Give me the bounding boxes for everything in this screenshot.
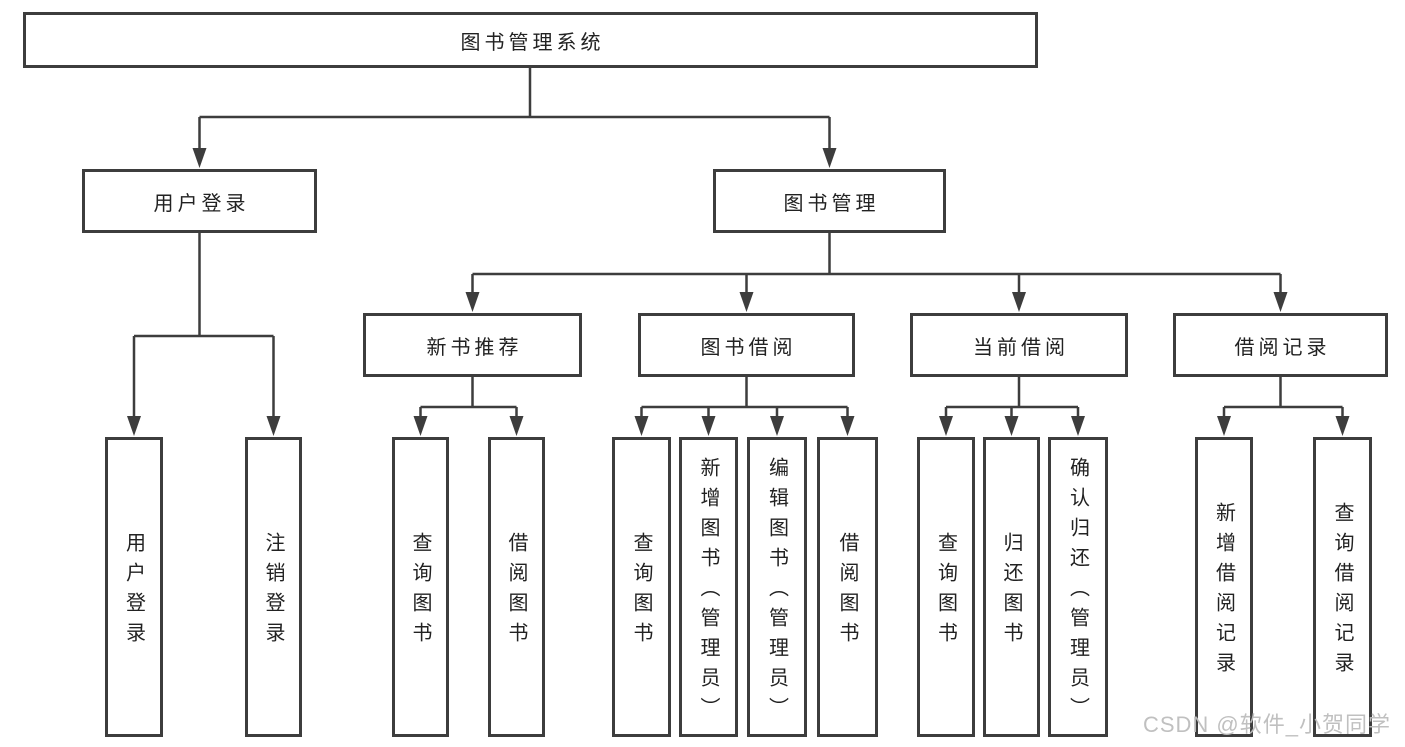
node-library-system: 图书管理系统 [23,12,1038,68]
leaf-borrow-books: 借阅图书 [817,437,878,737]
arrowhead [266,416,281,436]
leaf-borrow-books-recommend: 借阅图书 [488,437,545,737]
arrowhead [840,416,855,436]
leaf-confirm-return-admin: 确认归还（管理员） [1048,437,1108,737]
leaf-add-book-admin: 新增图书（管理员） [679,437,738,737]
arrowhead [822,148,837,168]
node-book-borrow: 图书借阅 [638,313,855,377]
arrowhead [192,148,207,168]
connector-book-mgmt-to-level3 [465,233,1288,312]
arrowhead [465,292,480,312]
leaf-edit-book-admin: 编辑图书（管理员） [747,437,807,737]
arrowhead [634,416,649,436]
arrowhead [127,416,141,436]
arrowhead [1071,416,1085,436]
arrowhead [509,416,524,436]
node-borrow-records: 借阅记录 [1173,313,1388,377]
arrowhead [770,416,784,436]
node-book-management: 图书管理 [713,169,946,233]
connector-new-book-to-leaves [413,377,524,436]
watermark: CSDN @软件_小贺同学 [1142,712,1391,737]
node-new-book-recommend: 新书推荐 [363,313,582,377]
arrowhead [939,416,953,436]
connector-current-borrow-to-leaves [939,377,1085,436]
leaf-user-login: 用户登录 [105,437,163,737]
leaf-logout: 注销登录 [245,437,302,737]
arrowhead [413,416,428,436]
arrowhead [739,292,754,312]
node-user-login: 用户登录 [82,169,317,233]
leaf-query-books-recommend: 查询图书 [392,437,449,737]
arrowhead [701,416,716,436]
connector-user-login-to-leaves [127,233,281,436]
node-current-borrow: 当前借阅 [910,313,1128,377]
arrowhead [1273,292,1288,312]
leaf-return-book: 归还图书 [983,437,1040,737]
arrowhead [1004,416,1019,436]
arrowhead [1217,416,1231,436]
arrowhead [1335,416,1350,436]
leaf-query-books-current: 查询图书 [917,437,975,737]
connector-book-borrow-to-leaves [634,377,855,436]
connector-root-to-level2 [192,68,837,168]
arrowhead [1012,292,1026,312]
leaf-query-books-borrow: 查询图书 [612,437,671,737]
leaf-add-borrow-record: 新增借阅记录 [1195,437,1253,737]
connector-borrow-records-to-leaves [1217,377,1350,436]
leaf-query-borrow-record: 查询借阅记录 [1313,437,1372,737]
